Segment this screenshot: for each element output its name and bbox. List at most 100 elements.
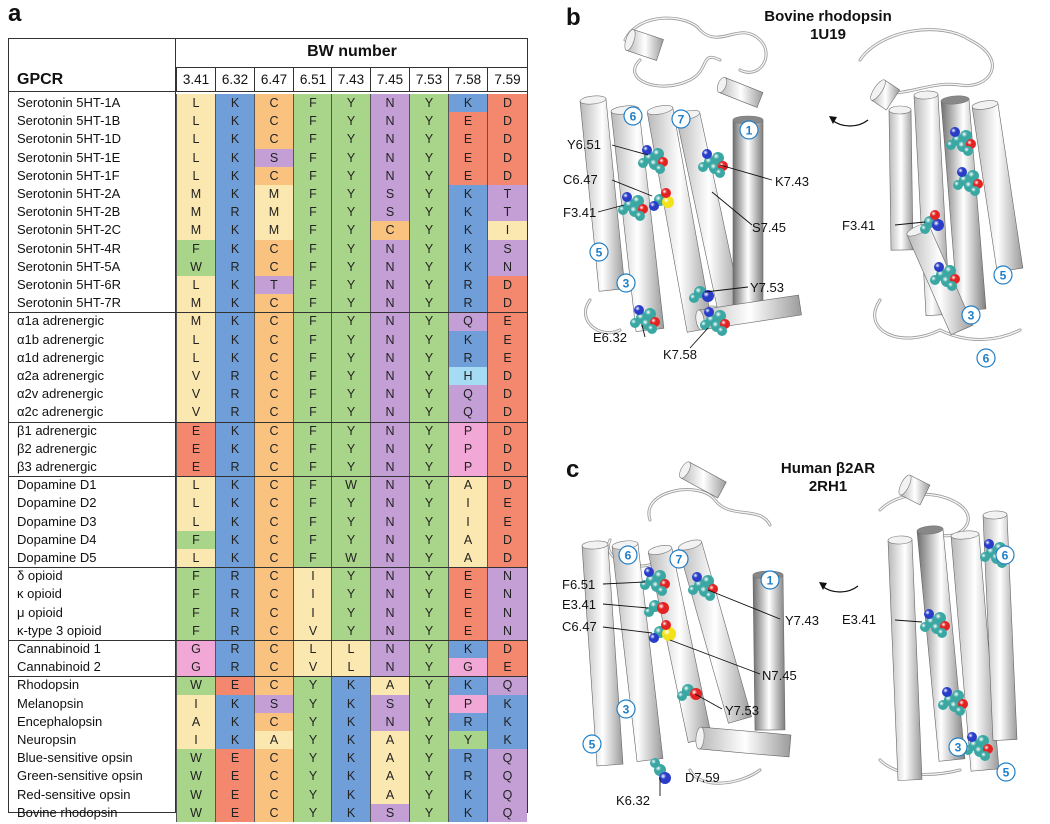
residue-cell: G: [448, 658, 487, 677]
residue-cell: Y: [331, 294, 370, 313]
residue-cell: Y: [409, 367, 448, 386]
residue-cell: M: [176, 294, 215, 313]
residue-cell: W: [176, 785, 215, 804]
gpcr-name: β3 adrenergic: [17, 459, 97, 474]
label-leader-line: [704, 286, 749, 293]
residue-cell: W: [176, 257, 215, 276]
residue-cell: Y: [331, 567, 370, 586]
label-leader-line: [602, 603, 649, 609]
residue-cell: Y: [409, 731, 448, 750]
residue-cell: C: [254, 112, 293, 131]
residue-cell: K: [448, 257, 487, 276]
residue-cell: N: [370, 312, 409, 331]
atom-sphere: [698, 162, 708, 172]
residue-cell: Y: [409, 676, 448, 695]
atom-sphere: [970, 186, 980, 196]
residue-cell: C: [254, 640, 293, 659]
residue-cell: C: [254, 567, 293, 586]
bw-column-header: 3.41: [176, 68, 215, 91]
residue-cell: L: [176, 476, 215, 495]
residue-cell: N: [370, 130, 409, 149]
residue-cell: R: [215, 658, 254, 677]
residue-cell: Y: [331, 585, 370, 604]
residue-cell: W: [176, 676, 215, 695]
residue-cell: C: [254, 330, 293, 349]
residue-cell: C: [254, 130, 293, 149]
gpcr-name: δ opioid: [17, 568, 63, 584]
residue-cell: Q: [487, 767, 527, 786]
residue-cell: Y: [409, 130, 448, 149]
atom-sphere: [963, 146, 973, 156]
helix-number-badge: [618, 545, 638, 565]
residue-cell: K: [448, 803, 487, 822]
residue-cell: K: [448, 221, 487, 240]
helix-number-c-right-6: 6: [1002, 549, 1009, 563]
residue-cell: F: [176, 603, 215, 622]
residue-cell: Y: [409, 585, 448, 604]
residue-cell: Y: [331, 203, 370, 222]
helix-number-b-1: 1: [746, 124, 753, 138]
residue-cell: Y: [331, 421, 370, 440]
residue-cell: F: [293, 458, 332, 477]
residue-cell: C: [254, 585, 293, 604]
gpcr-name: Serotonin 5HT-1A: [17, 95, 121, 110]
panel-b-letter: b: [566, 4, 581, 31]
gpcr-name: κ opioid: [17, 586, 62, 602]
residue-cell: G: [176, 640, 215, 659]
atom-sphere: [924, 609, 934, 619]
residue-cell: R: [215, 367, 254, 386]
atom-sphere: [661, 620, 671, 630]
helix-cap: [581, 540, 609, 550]
helix-cap: [870, 79, 886, 101]
structure-c-name: Human β2AR: [780, 460, 876, 477]
gpcr-name: Serotonin 5HT-2B: [17, 204, 121, 220]
residue-cell: C: [254, 294, 293, 313]
residue-cell: Y: [331, 403, 370, 422]
residue-cell: K: [331, 712, 370, 731]
residue-cell: E: [176, 439, 215, 458]
atom-sphere: [947, 281, 957, 291]
gpcr-name: μ opioid: [17, 604, 63, 620]
panel-a-letter: a: [8, 0, 22, 27]
residue-cell: Y: [409, 276, 448, 295]
atom-sphere: [654, 570, 666, 582]
residue-cell: E: [487, 348, 527, 367]
residue-cell: E: [487, 494, 527, 513]
atom-sphere: [980, 751, 990, 761]
residue-cell: N: [487, 603, 527, 622]
residue-cell: M: [176, 185, 215, 204]
residue-cell: D: [487, 640, 527, 659]
residue-cell: M: [254, 221, 293, 240]
residue-cell: C: [254, 767, 293, 786]
gpcr-name: Melanopsin: [17, 695, 84, 711]
residue-cell: K: [215, 330, 254, 349]
residue-cell: Y: [409, 512, 448, 531]
residue-cell: N: [370, 94, 409, 113]
gpcr-name: Blue-sensitive opsin: [17, 750, 133, 766]
residue-cell: S: [370, 803, 409, 822]
residue-cell: Y: [409, 312, 448, 331]
residue-cell: K: [448, 203, 487, 222]
residue-cell: Y: [293, 749, 332, 768]
helix-number-c-6: 6: [625, 549, 632, 563]
label-leader-line: [719, 164, 773, 181]
helix-number-c-3: 3: [623, 703, 630, 717]
helix-number-badge: [995, 545, 1015, 565]
residue-cell: K: [448, 640, 487, 659]
residue-cell: K: [331, 731, 370, 750]
residue-cell: S: [370, 694, 409, 713]
gpcr-name: α2v adrenergic: [17, 386, 104, 402]
residue-cell: L: [176, 148, 215, 167]
residue-cell: C: [254, 348, 293, 367]
residue-cell: C: [254, 512, 293, 531]
residue-cell: P: [448, 439, 487, 458]
residue-cell: Y: [409, 166, 448, 185]
residue-cell: N: [370, 348, 409, 367]
